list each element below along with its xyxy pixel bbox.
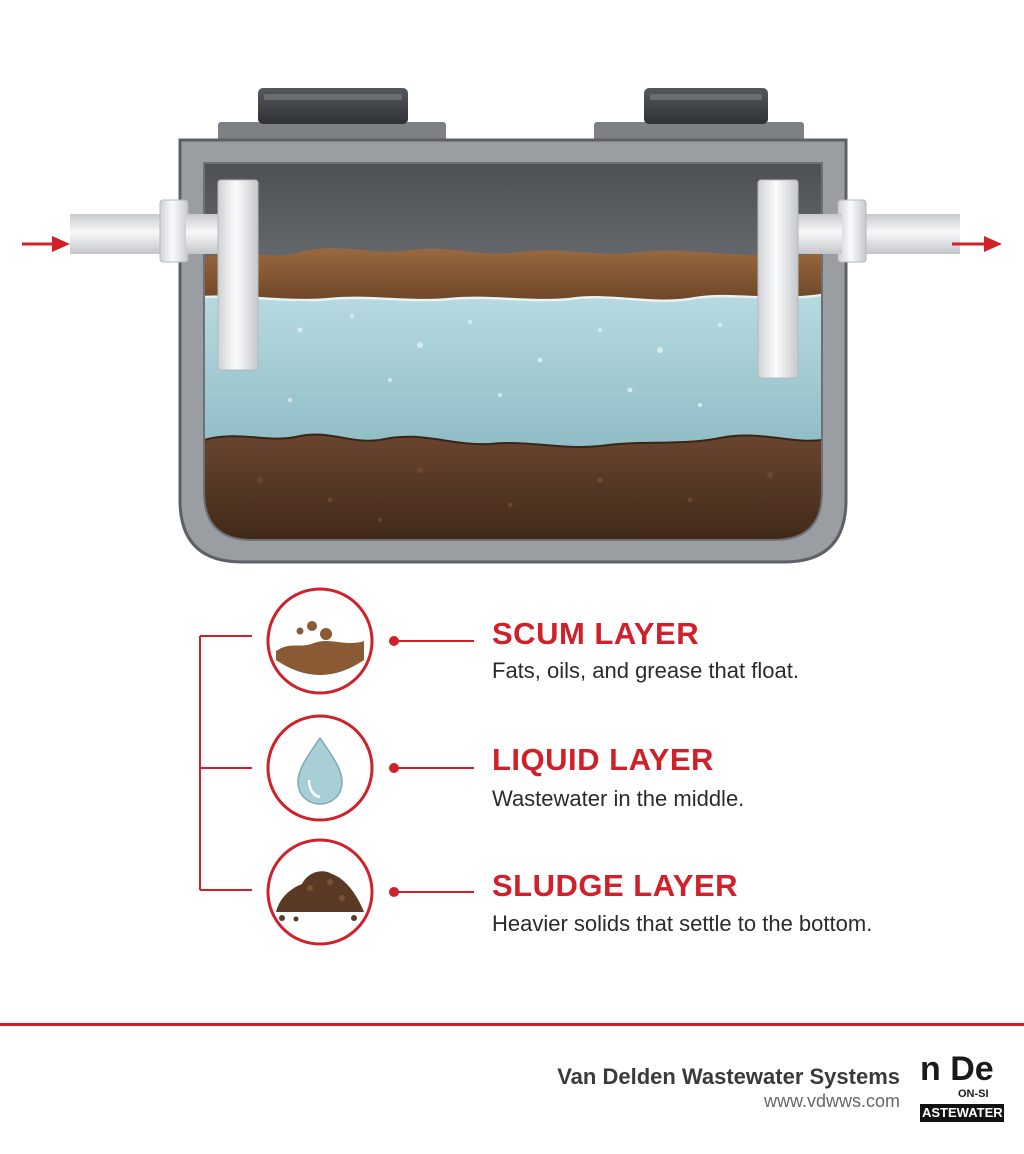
inflow-arrow-icon xyxy=(22,236,70,252)
scum-layer xyxy=(204,248,822,302)
logo-text-main: n De xyxy=(920,1050,994,1088)
scum-layer-title: SCUM LAYER xyxy=(492,616,700,651)
sludge-layer-title: SLUDGE LAYER xyxy=(492,868,739,903)
logo-text-sub: ON-SI xyxy=(958,1088,989,1100)
sludge-layer xyxy=(204,434,822,540)
inlet-pipe xyxy=(70,179,259,371)
company-name: Van Delden Wastewater Systems xyxy=(557,1064,900,1089)
septic-tank-diagram xyxy=(22,88,1002,946)
tank-lid-right xyxy=(594,88,804,142)
liquid-layer xyxy=(204,290,822,450)
outlet-pipe xyxy=(757,179,960,379)
footer-divider xyxy=(0,1023,1024,1026)
company-logo: n De ON-SI ASTEWATER xyxy=(918,1050,1004,1128)
sludge-pile-icon xyxy=(266,838,374,946)
legend-bracket xyxy=(199,635,252,891)
logo-text-bar: ASTEWATER xyxy=(920,1104,1004,1122)
scum-icon xyxy=(266,587,374,695)
tank-interior xyxy=(204,163,822,540)
sludge-layer-description: Heavier solids that settle to the bottom… xyxy=(492,911,873,936)
water-drop-icon xyxy=(266,714,374,822)
outflow-arrow-icon xyxy=(952,236,1002,252)
scum-layer-description: Fats, oils, and grease that float. xyxy=(492,658,799,683)
liquid-layer-description: Wastewater in the middle. xyxy=(492,786,745,811)
tank-lid-left xyxy=(218,88,446,142)
liquid-layer-title: LIQUID LAYER xyxy=(492,742,714,777)
company-url: www.vdwws.com xyxy=(763,1091,900,1111)
